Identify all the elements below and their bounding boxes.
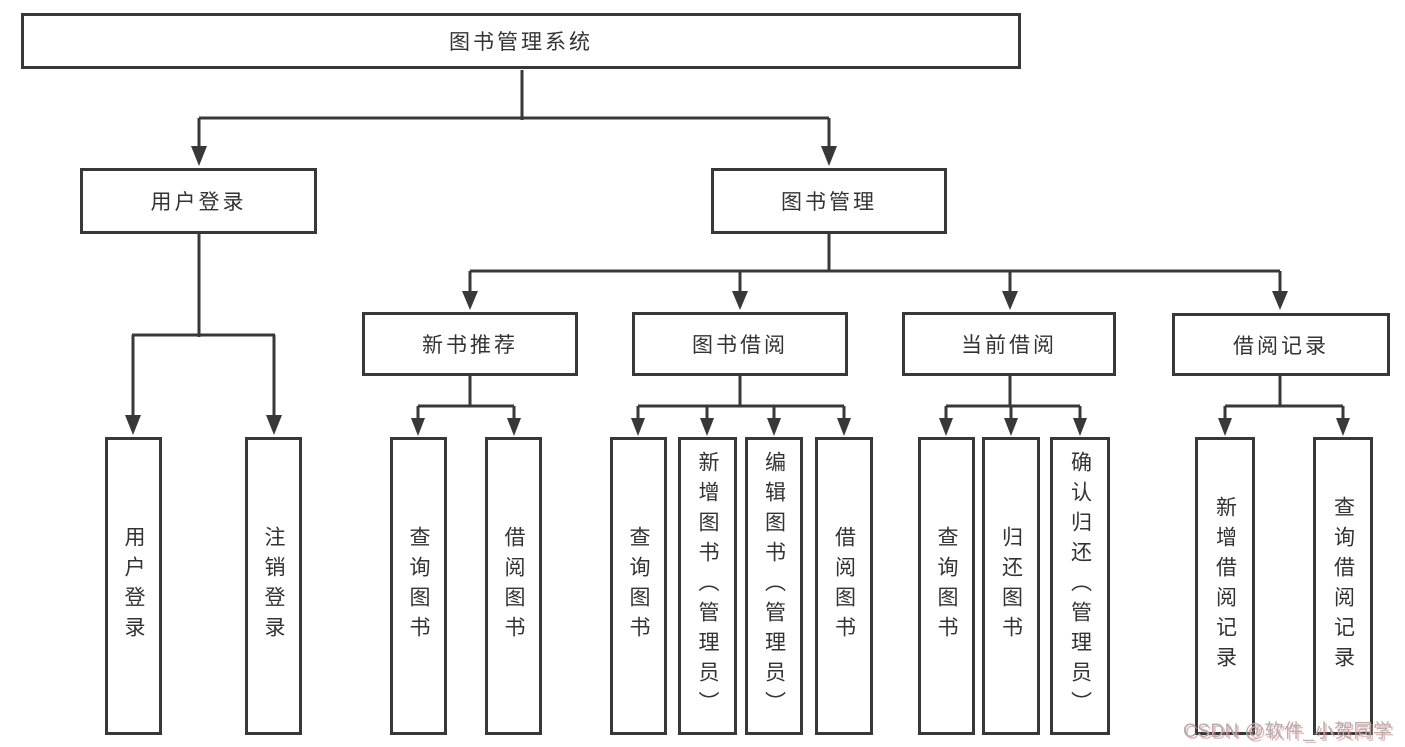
node-label: 图书管理 [781, 191, 877, 214]
leaf-query-book: 查询图书 [918, 437, 975, 735]
leaf-query-borrow-record: 查询借阅记录 [1313, 437, 1373, 735]
leaf-label: 新增图书（管理员） [696, 451, 719, 721]
node-label: 当前借阅 [961, 334, 1057, 357]
node-borrow-record: 借阅记录 [1172, 313, 1390, 376]
leaf-query-book: 查询图书 [390, 437, 447, 735]
node-label: 新书推荐 [422, 334, 518, 357]
leaf-label: 新增借阅记录 [1213, 496, 1237, 676]
leaf-logout: 注销登录 [245, 437, 302, 735]
node-label: 借阅记录 [1233, 334, 1329, 358]
node-label: 图书管理系统 [449, 31, 593, 54]
csdn-watermark: CSDN @软件_小贺同学 [1183, 721, 1393, 742]
leaf-borrow-book: 借阅图书 [815, 437, 873, 735]
leaf-confirm-return-admin: 确认归还（管理员） [1050, 437, 1110, 735]
leaf-label: 查询图书 [407, 526, 430, 646]
leaf-label: 查询图书 [935, 526, 958, 646]
leaf-label: 借阅图书 [832, 526, 856, 646]
node-label: 用户登录 [150, 191, 247, 214]
leaf-edit-book-admin: 编辑图书（管理员） [745, 437, 803, 735]
node-book-management: 图书管理 [711, 168, 947, 234]
leaf-user-login: 用户登录 [105, 437, 162, 735]
leaf-label: 查询图书 [627, 526, 650, 646]
leaf-label: 确认归还（管理员） [1068, 451, 1092, 721]
leaf-label: 查询借阅记录 [1331, 496, 1355, 676]
leaf-label: 用户登录 [122, 526, 145, 646]
leaf-label: 归还图书 [999, 526, 1023, 646]
leaf-return-book: 归还图书 [982, 437, 1040, 735]
leaf-label: 编辑图书（管理员） [762, 451, 786, 721]
leaf-query-book: 查询图书 [610, 437, 667, 735]
node-library-system: 图书管理系统 [21, 13, 1021, 69]
leaf-add-borrow-record: 新增借阅记录 [1195, 437, 1255, 735]
leaf-add-book-admin: 新增图书（管理员） [678, 437, 737, 735]
node-new-book-recommend: 新书推荐 [362, 312, 578, 376]
node-current-borrow: 当前借阅 [902, 312, 1116, 376]
node-label: 图书借阅 [692, 334, 788, 357]
leaf-label: 借阅图书 [502, 526, 525, 646]
leaf-label: 注销登录 [262, 526, 285, 646]
node-book-borrow: 图书借阅 [632, 312, 848, 376]
node-user-login: 用户登录 [80, 168, 317, 234]
leaf-borrow-book: 借阅图书 [485, 437, 542, 735]
arrowheads [125, 146, 1350, 436]
